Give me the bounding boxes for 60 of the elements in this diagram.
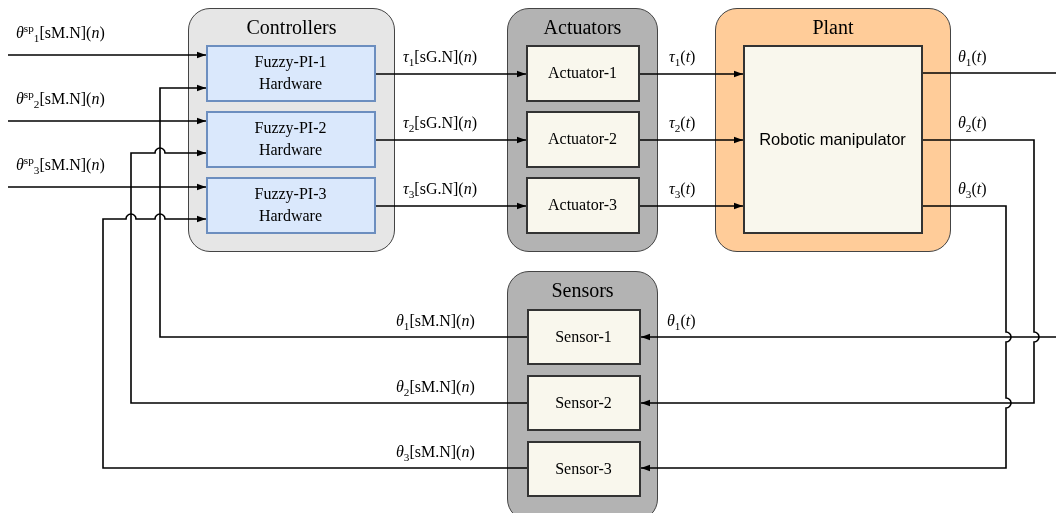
process-box — [526, 308, 641, 365]
box-label: Actuator-2 — [548, 129, 617, 149]
arrow — [7, 51, 207, 59]
arrow — [7, 183, 207, 191]
arrow — [375, 202, 527, 210]
box-label: Robotic manipulator — [759, 129, 906, 150]
process-box — [525, 110, 640, 168]
process-box — [526, 374, 641, 431]
process-box — [742, 44, 923, 234]
edge-label: τ$_{1}$(t) — [668, 47, 697, 67]
edge-label: τ$_{2}$[sG.N](n) — [402, 113, 478, 133]
box-label: Fuzzy-PI-3 Hardware — [253, 184, 328, 226]
edge-label: θ$^{sp}$$_{2}$[sM.N](n) — [15, 89, 106, 109]
arrow — [159, 84, 528, 338]
arrow — [639, 136, 744, 144]
group-title: Actuators — [542, 15, 623, 39]
group-title: Plant — [811, 15, 855, 39]
arrow — [102, 213, 528, 469]
group-panel — [188, 8, 395, 252]
edge-label: τ$_{3}$[sG.N](n) — [402, 179, 478, 199]
group-title: Sensors — [550, 278, 615, 302]
edge-label: θ$_{1}$(t) — [957, 47, 988, 67]
box-label: Actuator-3 — [548, 195, 617, 215]
process-box — [205, 44, 376, 102]
group-title: Controllers — [245, 15, 338, 39]
arrow — [7, 117, 207, 125]
edge-label: θ$_{3}$(t) — [957, 179, 988, 199]
edge-label: θ$^{sp}$$_{3}$[sM.N](n) — [15, 155, 106, 175]
box-label: Fuzzy-PI-1 Hardware — [253, 52, 328, 94]
edge-label: θ$_{2}$[sM.N](n) — [395, 377, 476, 397]
box-label: Actuator-1 — [548, 63, 617, 83]
arrow — [375, 70, 527, 78]
edge-label: θ$_{2}$(t) — [957, 113, 988, 133]
process-box — [526, 440, 641, 497]
edge-label: θ$_{1}$[sM.N](n) — [395, 311, 476, 331]
connector-line — [922, 72, 1056, 74]
arrow — [640, 333, 1056, 341]
arrow — [639, 202, 744, 210]
group-panel — [507, 271, 658, 513]
box-label: Sensor-1 — [555, 326, 612, 347]
arrow — [640, 139, 1040, 407]
process-box — [205, 110, 376, 168]
edge-label: τ$_{3}$(t) — [668, 179, 697, 199]
box-label: Sensor-2 — [555, 392, 612, 413]
box-label: Fuzzy-PI-2 Hardware — [253, 118, 328, 160]
box-label: Sensor-3 — [555, 458, 612, 479]
edge-label: τ$_{1}$[sG.N](n) — [402, 47, 478, 67]
edge-label: θ$_{1}$(t) — [666, 311, 697, 331]
edge-label: τ$_{2}$(t) — [668, 113, 697, 133]
process-box — [525, 44, 640, 102]
edge-label: θ$_{3}$[sM.N](n) — [395, 442, 476, 462]
process-box — [205, 176, 376, 234]
group-panel — [507, 8, 658, 252]
arrow — [130, 147, 528, 404]
arrow — [639, 70, 744, 78]
arrow — [375, 136, 527, 144]
arrow — [640, 205, 1012, 472]
process-box — [525, 176, 640, 234]
group-panel — [715, 8, 951, 252]
edge-label: θ$^{sp}$$_{1}$[sM.N](n) — [15, 23, 106, 43]
